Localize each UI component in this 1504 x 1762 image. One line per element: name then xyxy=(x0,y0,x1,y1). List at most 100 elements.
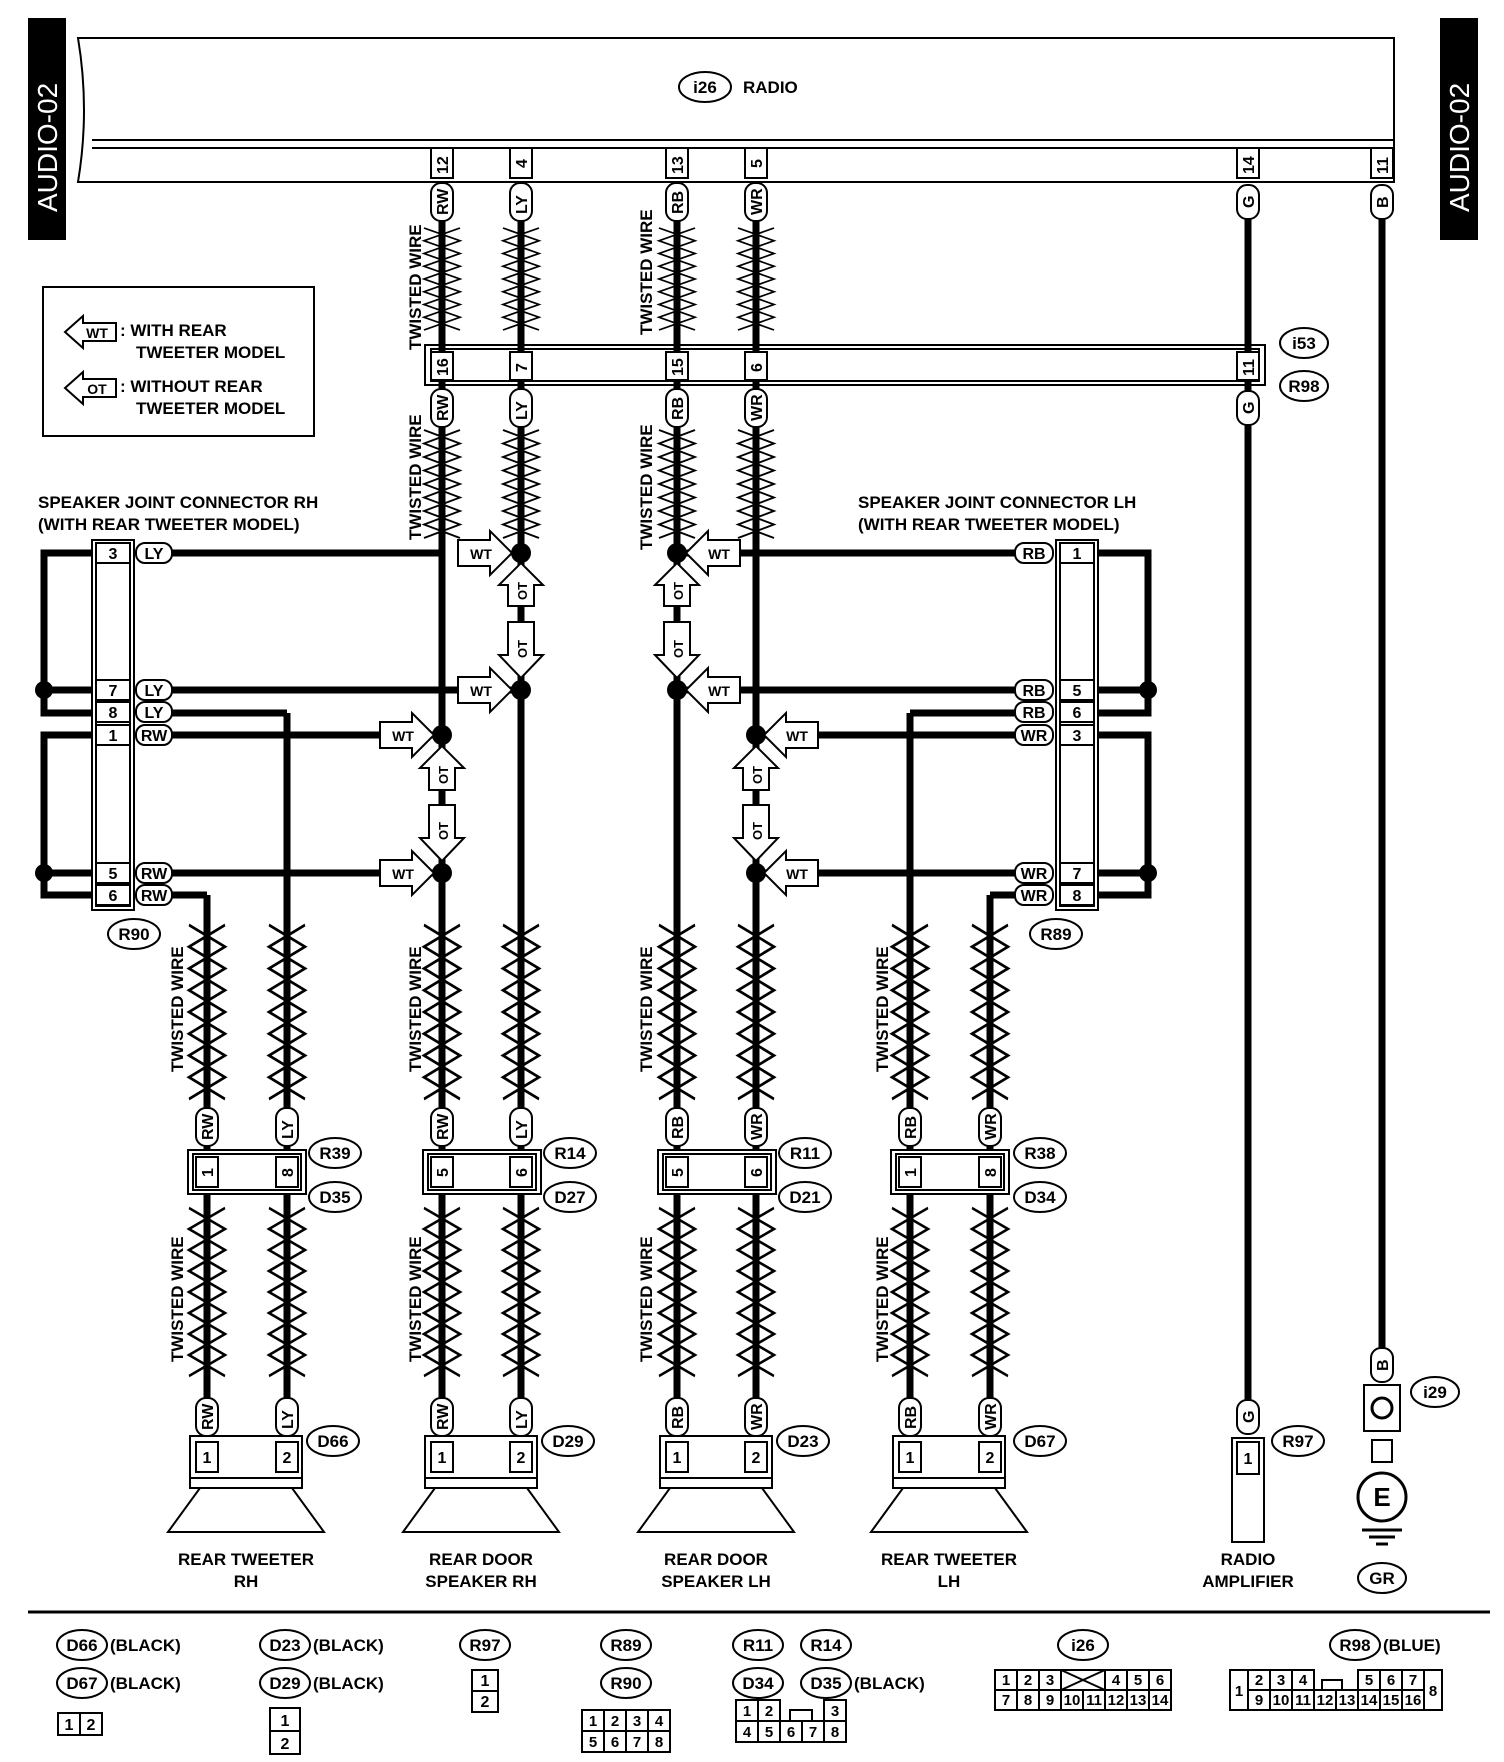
footer-tag: R97 xyxy=(469,1636,500,1655)
connector-tag-i29: i29 xyxy=(1423,1383,1447,1402)
wire-color-label: RB xyxy=(1022,546,1045,563)
radio-label: RADIO xyxy=(743,78,798,97)
footer-color: (BLUE) xyxy=(1383,1636,1441,1655)
ot-arrow: OT xyxy=(417,744,467,791)
footer-pin: 3 xyxy=(831,1703,839,1720)
footer-color: (BLACK) xyxy=(110,1674,181,1693)
twisted-wire-label: TWISTED WIRE xyxy=(168,946,187,1072)
wt-arrow: WT xyxy=(379,710,436,760)
footer-pin: 4 xyxy=(1112,1672,1121,1689)
footer-color: (BLACK) xyxy=(110,1636,181,1655)
wire-color-label: RB xyxy=(903,1116,920,1139)
footer-pin: 2 xyxy=(481,1694,490,1711)
wire-color-label: RW xyxy=(435,188,452,215)
twisted-wire-labels: TWISTED WIRE TWISTED WIRE TWISTED WIRE T… xyxy=(168,209,892,1362)
footer-pin: 2 xyxy=(1255,1672,1263,1689)
wire-color-label: G xyxy=(1241,1411,1258,1423)
footer-pin: 4 xyxy=(743,1724,752,1741)
speaker-pin: 2 xyxy=(283,1450,292,1467)
wire-color-label: LY xyxy=(514,1120,531,1139)
footer-pin: 6 xyxy=(1387,1672,1395,1689)
joint-lh-pin: 8 xyxy=(1073,888,1082,905)
connector-tag: D35 xyxy=(319,1188,350,1207)
wire-color-label: RW xyxy=(141,866,168,883)
footer-connector-legend: D66 (BLACK) D67 (BLACK) 1 2 D23 (BLACK) … xyxy=(56,1629,1443,1755)
wire-color-label: WR xyxy=(749,394,766,421)
footer-pin: 4 xyxy=(655,1713,664,1730)
footer-pin: 3 xyxy=(1277,1672,1285,1689)
footer-pin: 13 xyxy=(1130,1692,1147,1709)
twisted-wire-label: TWISTED WIRE xyxy=(406,946,425,1072)
speaker-pin: 2 xyxy=(986,1450,995,1467)
speaker-label: RH xyxy=(234,1572,259,1591)
connector-pin: 6 xyxy=(749,1168,766,1177)
wire-color-label: LY xyxy=(145,546,164,563)
wire-color-label: LY xyxy=(514,195,531,214)
legend: WT : WITH REAR TWEETER MODEL OT : WITHOU… xyxy=(42,286,315,437)
footer-pin: 7 xyxy=(809,1724,817,1741)
wt-arrow-label: WT xyxy=(470,546,492,562)
ot-arrow-label: OT xyxy=(515,640,530,658)
footer-pin: 15 xyxy=(1383,1692,1400,1709)
twisted-wire-label: TWISTED WIRE xyxy=(168,1236,187,1362)
wt-arrow-label: WT xyxy=(392,866,414,882)
wire-color-label: WR xyxy=(749,1113,766,1140)
footer-tag: D34 xyxy=(742,1674,774,1693)
connector-tag: R11 xyxy=(790,1144,820,1163)
wire-color-label: LY xyxy=(280,1120,297,1139)
inline-pin-16: 16 xyxy=(435,358,452,376)
footer-pin: 3 xyxy=(1046,1672,1054,1689)
footer-pin: 9 xyxy=(1046,1692,1054,1709)
connector-tag-r90: R90 xyxy=(118,925,149,944)
wt-arrow-label: WT xyxy=(786,728,808,744)
ot-arrow-label: OT xyxy=(750,822,765,840)
footer-pin: 7 xyxy=(1002,1692,1010,1709)
wire-color-label: RB xyxy=(670,1406,687,1429)
legend-ot-line2: TWEETER MODEL xyxy=(136,399,285,418)
footer-pin: 8 xyxy=(831,1724,839,1741)
footer-pin: 4 xyxy=(1299,1672,1308,1689)
footer-tag: R90 xyxy=(610,1674,641,1693)
footer-color: (BLACK) xyxy=(313,1674,384,1693)
connector-pin: 8 xyxy=(983,1168,1000,1177)
footer-pin: 8 xyxy=(1024,1692,1032,1709)
legend-wt-line2: TWEETER MODEL xyxy=(136,343,285,362)
footer-pin: 1 xyxy=(281,1713,290,1730)
legend-wt-line1: : WITH REAR xyxy=(120,321,227,340)
speaker-pin: 1 xyxy=(438,1450,447,1467)
wire-color-label: RB xyxy=(1022,683,1045,700)
twisted-wire-label: TWISTED WIRE xyxy=(406,224,425,350)
joint-rh-pin: 1 xyxy=(109,728,118,745)
connector-tag: D29 xyxy=(552,1432,583,1451)
ot-arrow-label: OT xyxy=(671,640,686,658)
speaker-pin: 2 xyxy=(752,1450,761,1467)
connector-tag: D67 xyxy=(1024,1432,1055,1451)
twisted-wire-label: TWISTED WIRE xyxy=(406,1236,425,1362)
footer-pin: 14 xyxy=(1152,1692,1169,1709)
speaker-label: REAR TWEETER xyxy=(881,1550,1017,1569)
wt-arrow: WT xyxy=(457,528,514,578)
connector-tag: D66 xyxy=(317,1432,348,1451)
connector-r39-d35: 1 8 R39 D35 xyxy=(187,1137,362,1213)
wire-color-label: B xyxy=(1375,1359,1392,1371)
radio-pin-11: 11 xyxy=(1375,157,1392,174)
footer-pin-cell xyxy=(823,1720,847,1743)
speaker-pin: 1 xyxy=(203,1450,212,1467)
ground-tag: GR xyxy=(1369,1569,1395,1588)
connector-pin: 5 xyxy=(435,1168,452,1177)
footer-pin: 6 xyxy=(787,1724,795,1741)
speaker-label: REAR DOOR xyxy=(664,1550,768,1569)
joint-rh-subtitle: (WITH REAR TWEETER MODEL) xyxy=(38,515,300,534)
junction-dots xyxy=(432,543,766,883)
amplifier-pin: 1 xyxy=(1244,1451,1253,1468)
wire-color-label: LY xyxy=(280,1410,297,1429)
connector-tag: D21 xyxy=(789,1188,820,1207)
joint-rh-pin: 5 xyxy=(109,866,118,883)
main-wires xyxy=(203,215,1386,1472)
footer-pin: 1 xyxy=(589,1713,597,1730)
joint-rh-pin: 7 xyxy=(109,683,118,700)
